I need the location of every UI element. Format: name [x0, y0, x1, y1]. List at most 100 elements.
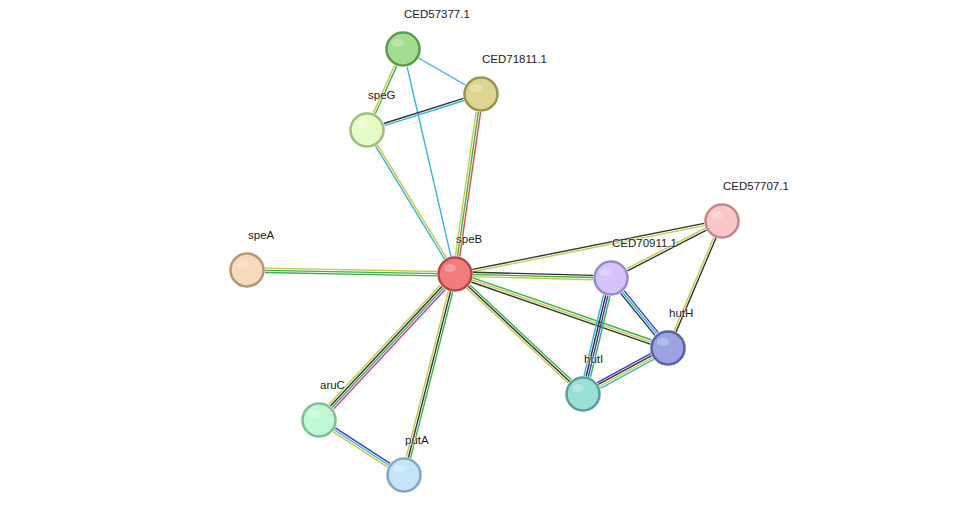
node-shape: [231, 254, 264, 287]
node-highlight: [356, 120, 368, 128]
node-shape: [595, 262, 628, 295]
node-highlight: [572, 384, 584, 392]
protein-label: putA: [405, 434, 429, 446]
interaction-edge: [472, 223, 704, 271]
evidence-line: [621, 293, 655, 335]
evidence-line: [471, 282, 650, 344]
evidence-line: [411, 292, 453, 458]
node-circle: [437, 256, 473, 292]
node-highlight: [600, 268, 612, 276]
evidence-line: [335, 428, 390, 463]
evidence-line: [334, 289, 445, 409]
evidence-line: [599, 358, 652, 387]
node-circle: [385, 31, 421, 67]
node-highlight: [308, 410, 320, 418]
evidence-line: [377, 145, 446, 258]
node-highlight: [470, 84, 482, 92]
interaction-edge: [384, 98, 464, 125]
node-highlight: [236, 260, 248, 268]
evidence-line: [333, 432, 388, 467]
node-shape: [387, 33, 420, 66]
evidence-line: [473, 226, 705, 272]
evidence-line: [628, 230, 707, 271]
node-highlight: [393, 465, 405, 473]
evidence-line: [384, 100, 464, 125]
node-circle: [704, 203, 740, 239]
node-shape: [303, 404, 336, 437]
node-shape: [652, 332, 685, 365]
node-shape: [439, 258, 472, 291]
interaction-edge: [407, 67, 451, 257]
evidence-line: [419, 58, 466, 85]
node-shape: [351, 114, 384, 147]
protein-node: hutH: [650, 330, 686, 366]
interaction-edge: [627, 228, 707, 271]
protein-label: speA: [248, 229, 274, 241]
node-highlight: [444, 264, 456, 272]
evidence-line: [375, 146, 444, 259]
evidence-line: [470, 285, 572, 380]
interaction-edge: [621, 291, 659, 336]
node-highlight: [711, 211, 723, 219]
node-circle: [229, 252, 265, 288]
evidence-line: [598, 356, 651, 385]
protein-label: aruC: [320, 379, 345, 391]
protein-node: hutI: [565, 376, 601, 412]
evidence-line: [600, 359, 653, 388]
interaction-edge: [265, 268, 437, 276]
protein-label: speB: [456, 233, 482, 245]
protein-node: speA: [229, 252, 265, 288]
node-circle: [650, 330, 686, 366]
node-highlight: [657, 338, 669, 346]
protein-node: aruC: [301, 402, 337, 438]
node-highlight: [392, 39, 404, 47]
protein-node: CED57377.1: [385, 31, 421, 67]
evidence-line: [624, 291, 658, 333]
node-circle: [386, 457, 422, 493]
node-circle: [565, 376, 601, 412]
evidence-line: [584, 295, 604, 376]
interaction-edge: [375, 145, 446, 259]
protein-label: CED70911.1: [612, 237, 677, 249]
evidence-line: [473, 277, 593, 280]
evidence-line: [472, 223, 704, 269]
node-circle: [349, 112, 385, 148]
evidence-line: [330, 286, 441, 406]
evidence-line: [407, 67, 451, 257]
interaction-edge: [584, 295, 610, 378]
protein-node: speG: [349, 112, 385, 148]
interaction-edge: [333, 428, 390, 467]
interaction-edge: [597, 354, 653, 389]
evidence-line: [468, 286, 570, 381]
evidence-line: [332, 288, 443, 408]
evidence-line: [384, 98, 464, 123]
evidence-line: [467, 288, 569, 383]
evidence-line: [334, 430, 389, 465]
node-shape: [567, 378, 600, 411]
evidence-line: [265, 273, 437, 276]
node-shape: [388, 459, 421, 492]
protein-label: CED57377.1: [404, 8, 470, 20]
protein-label: hutI: [584, 353, 603, 365]
protein-label: CED57707.1: [723, 180, 789, 192]
evidence-line: [408, 291, 450, 457]
interaction-edge: [419, 58, 466, 85]
protein-node: CED57707.1: [704, 203, 740, 239]
interaction-edge: [467, 285, 572, 384]
node-shape: [465, 78, 498, 111]
interaction-edge: [406, 291, 452, 458]
protein-node: CED71811.1: [463, 76, 499, 112]
interaction-edge: [473, 272, 593, 279]
node-circle: [593, 260, 629, 296]
protein-node: CED70911.1: [593, 260, 629, 296]
protein-label: hutH: [669, 307, 693, 319]
protein-label: speG: [368, 89, 396, 101]
protein-node: putA: [386, 457, 422, 493]
protein-node: speB: [437, 256, 473, 292]
evidence-line: [622, 292, 656, 334]
node-shape: [706, 205, 739, 238]
node-circle: [463, 76, 499, 112]
evidence-line: [597, 354, 650, 383]
evidence-line: [406, 291, 448, 457]
